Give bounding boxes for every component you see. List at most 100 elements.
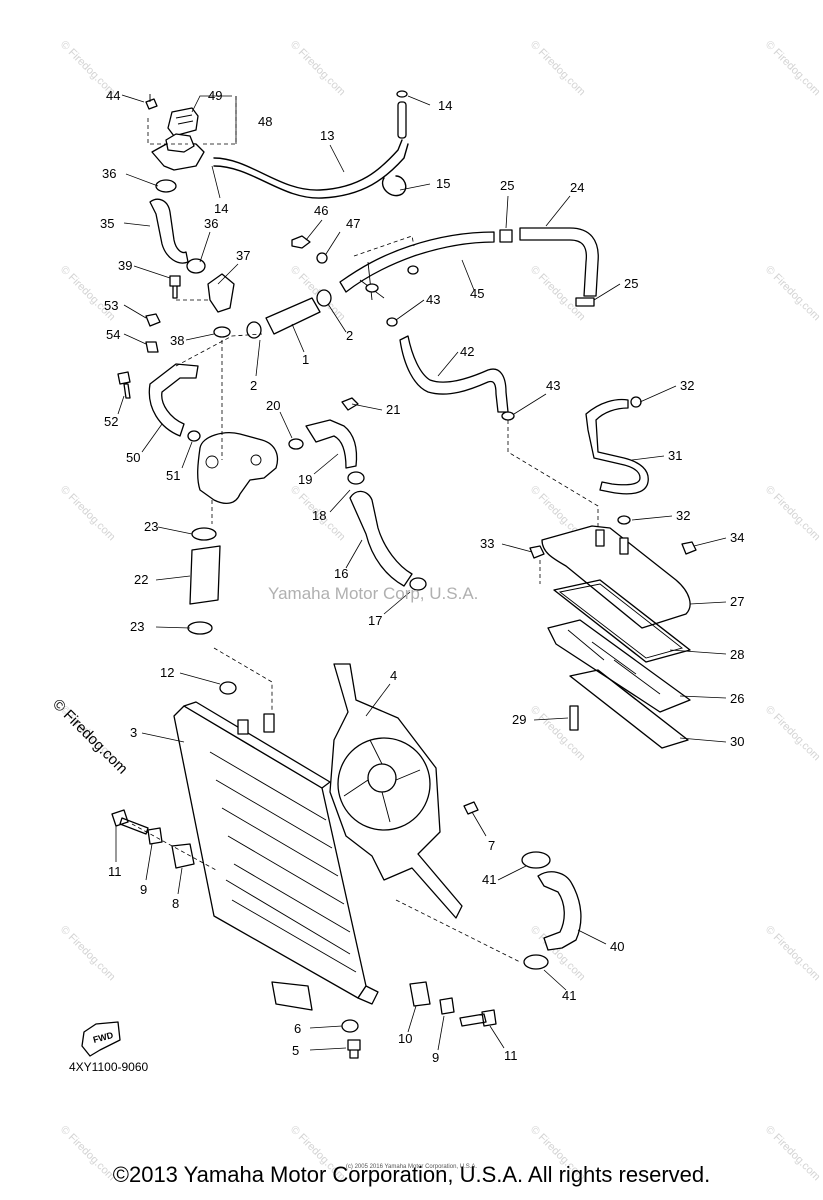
- oring-38: [213, 326, 231, 338]
- bolt-11-right: [459, 1009, 497, 1027]
- center-watermark: Yamaha Motor Corp, U.S.A.: [268, 584, 479, 603]
- callout-9: 9: [140, 882, 147, 897]
- callout-30: 30: [730, 734, 744, 749]
- radiator-cap-assembly: [145, 94, 205, 171]
- grommet-6: [341, 1019, 359, 1033]
- bolt-7: [463, 801, 479, 815]
- callout-36: 36: [102, 166, 116, 181]
- hose-42: [399, 335, 509, 413]
- callout-52: 52: [104, 414, 118, 429]
- relation-line: [200, 96, 237, 145]
- callout-18: 18: [312, 508, 326, 523]
- callout-47: 47: [346, 216, 360, 231]
- oring-20: [288, 438, 304, 450]
- callout-43: 43: [426, 292, 440, 307]
- callout-13: 13: [320, 128, 334, 143]
- footer-small-print: (c) 2005 2016 Yamaha Motor Corporation, …: [345, 1164, 478, 1170]
- cover-27: [541, 525, 691, 629]
- pipe-50: [148, 363, 199, 437]
- fwd-arrow-icon: FWD: [81, 1021, 121, 1057]
- callout-14: 14: [438, 98, 452, 113]
- hose-1: [265, 297, 321, 335]
- bolt-21: [341, 397, 359, 411]
- callout-37: 37: [236, 248, 250, 263]
- watermark-tile: © Firedog.com: [763, 39, 823, 99]
- hose-16: [349, 490, 413, 587]
- gasket-30: [569, 669, 689, 749]
- clamp-36-upper: [155, 179, 177, 193]
- callout-1: 1: [302, 352, 309, 367]
- fitting-37: [207, 273, 235, 313]
- hose-22: [189, 545, 221, 605]
- callout-41: 41: [482, 872, 496, 887]
- callout-29: 29: [512, 712, 526, 727]
- clamp-2-lower: [246, 321, 262, 339]
- watermark-tile: © Firedog.com: [58, 264, 118, 324]
- hose-32-upper: [630, 396, 642, 408]
- water-pump: [197, 432, 279, 505]
- bolt-33: [529, 545, 545, 559]
- radiator: [173, 701, 379, 1011]
- callout-14: 14: [214, 201, 228, 216]
- callout-39: 39: [118, 258, 132, 273]
- watermark-tile: © Firedog.com: [58, 484, 118, 544]
- cover-nipple-a: [595, 529, 605, 547]
- callout-40: 40: [610, 939, 624, 954]
- callout-54: 54: [106, 327, 120, 342]
- bolt-34: [681, 541, 697, 555]
- bolt-46: [291, 235, 311, 249]
- callout-10: 10: [398, 1031, 412, 1046]
- clamp-36-lower: [186, 258, 206, 274]
- callout-8: 8: [172, 896, 179, 911]
- gasket-28: [553, 579, 691, 663]
- callout-5: 5: [292, 1043, 299, 1058]
- relation-line: [147, 118, 188, 145]
- watermark-tile: © Firedog.com: [763, 484, 823, 544]
- grommet-8: [171, 843, 195, 869]
- callout-15: 15: [436, 176, 450, 191]
- callout-26: 26: [730, 691, 744, 706]
- hose-32-lower: [617, 515, 631, 525]
- callout-2: 2: [346, 328, 353, 343]
- callout-38: 38: [170, 333, 184, 348]
- callout-11: 11: [108, 864, 122, 879]
- relation-line: [175, 333, 263, 367]
- callout-9: 9: [432, 1050, 439, 1065]
- relation-line: [131, 823, 217, 871]
- cover-nipple-b: [619, 537, 629, 555]
- callout-49: 49: [208, 88, 222, 103]
- fan-assembly: [329, 663, 463, 919]
- callout-43: 43: [546, 378, 560, 393]
- clamp-25-lower: [575, 297, 595, 307]
- clamp-15: [381, 175, 407, 197]
- hose-14: [397, 101, 407, 139]
- bolt-5: [347, 1039, 361, 1059]
- callout-46: 46: [314, 203, 328, 218]
- grommet-10: [409, 981, 431, 1007]
- clip-43-lower: [501, 411, 515, 421]
- pipe-19: [305, 419, 358, 469]
- watermark-tile: © Firedog.com: [763, 704, 823, 764]
- callout-25: 25: [624, 276, 638, 291]
- radiator-inlet: [263, 713, 275, 733]
- callout-51: 51: [166, 468, 180, 483]
- clamp-17: [409, 577, 427, 591]
- radiator-filler: [237, 719, 249, 735]
- clip-14: [396, 90, 408, 98]
- hose-13: [213, 139, 403, 191]
- callout-32: 32: [680, 378, 694, 393]
- pipe-31: [585, 398, 649, 495]
- hose-40: [537, 871, 582, 951]
- washer-47: [316, 252, 328, 264]
- callout-35: 35: [100, 216, 114, 231]
- callout-24: 24: [570, 180, 584, 195]
- clamp-23-lower: [187, 621, 213, 635]
- callout-4: 4: [390, 668, 397, 683]
- callout-22: 22: [134, 572, 148, 587]
- callout-34: 34: [730, 530, 744, 545]
- callout-27: 27: [730, 594, 744, 609]
- callout-11: 11: [504, 1048, 518, 1063]
- callout-48: 48: [258, 114, 272, 129]
